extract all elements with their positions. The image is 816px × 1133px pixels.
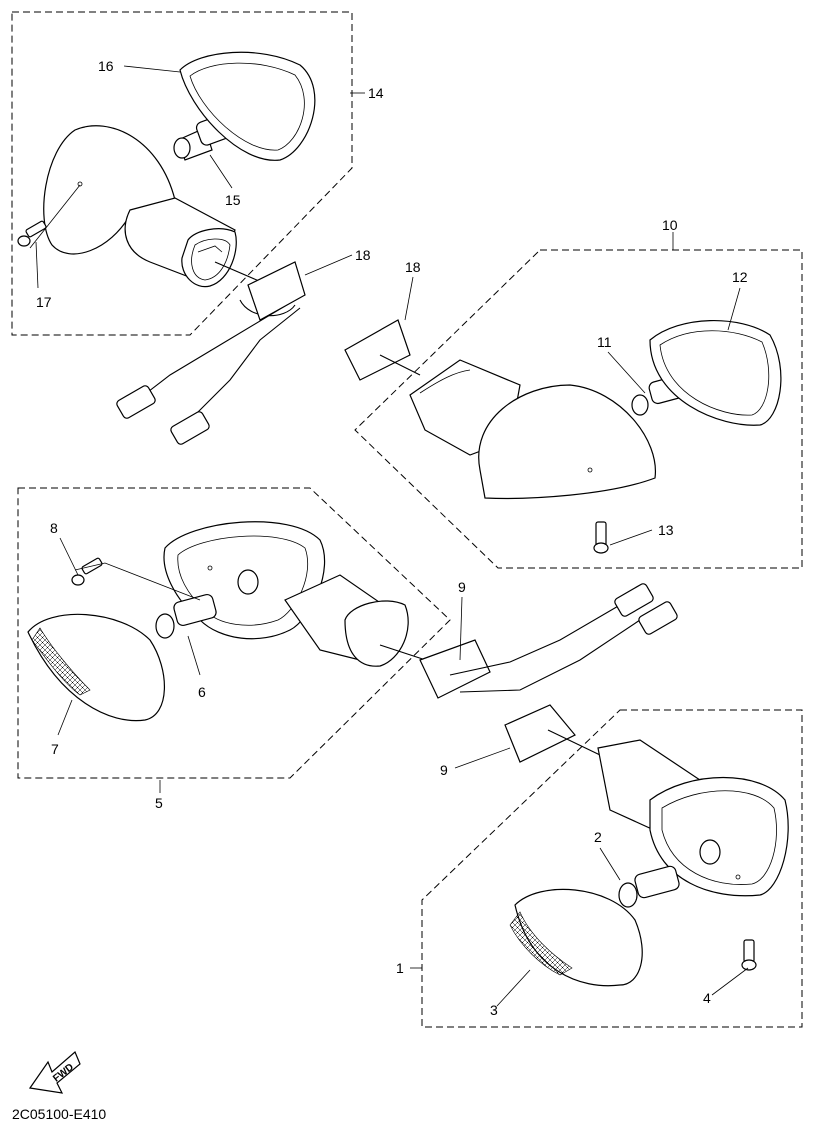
assembly-5-outline [17, 487, 451, 779]
screw-4 [741, 939, 757, 971]
callout-18-right: 18 [405, 259, 421, 275]
callout-12: 12 [732, 269, 748, 285]
turn-signal-housing-1 [597, 739, 789, 897]
leader-lines [29, 65, 749, 1007]
harness-5 [379, 583, 678, 699]
screw-13 [593, 521, 609, 554]
lens-16 [179, 51, 316, 161]
lens-3 [509, 888, 643, 987]
callout-4: 4 [703, 990, 711, 1006]
diagram-code: 2C05100-E410 [12, 1106, 106, 1122]
clamp-9-lower [504, 704, 601, 763]
bulb-6 [155, 593, 217, 639]
callout-6: 6 [198, 684, 206, 700]
clamp-18-right [344, 319, 421, 381]
callout-9-upper: 9 [458, 579, 466, 595]
callout-15: 15 [225, 192, 241, 208]
callout-18-left: 18 [355, 247, 371, 263]
callout-7: 7 [51, 741, 59, 757]
callout-2: 2 [594, 829, 602, 845]
lens-12 [649, 320, 782, 426]
turn-signal-housing-14 [43, 125, 237, 288]
callout-3: 3 [490, 1002, 498, 1018]
callout-11: 11 [597, 334, 612, 350]
callout-10: 10 [662, 217, 678, 233]
bulb-2 [618, 865, 680, 908]
callout-17: 17 [36, 294, 52, 310]
callout-14: 14 [368, 85, 384, 101]
fwd-arrow-icon: FWD [28, 1051, 81, 1094]
callout-13: 13 [658, 522, 674, 538]
callout-labels: 16 14 15 17 18 18 10 12 11 13 8 6 7 5 9 … [36, 58, 748, 1018]
callout-9-lower: 9 [440, 762, 448, 778]
screw-17 [17, 220, 47, 247]
assembly-10-outline [354, 249, 803, 569]
assembly-1-outline [421, 709, 803, 1028]
lens-7 [27, 613, 166, 722]
callout-5: 5 [155, 795, 163, 811]
callout-1: 1 [396, 960, 404, 976]
bulb-15 [173, 114, 233, 161]
assembly-14-outline [11, 11, 353, 336]
callout-16: 16 [98, 58, 114, 74]
harness-14 [116, 261, 306, 445]
turn-signal-housing-5 [163, 521, 409, 667]
screw-8 [71, 557, 103, 586]
callout-8: 8 [50, 520, 58, 536]
turn-signal-housing-10 [409, 359, 656, 500]
